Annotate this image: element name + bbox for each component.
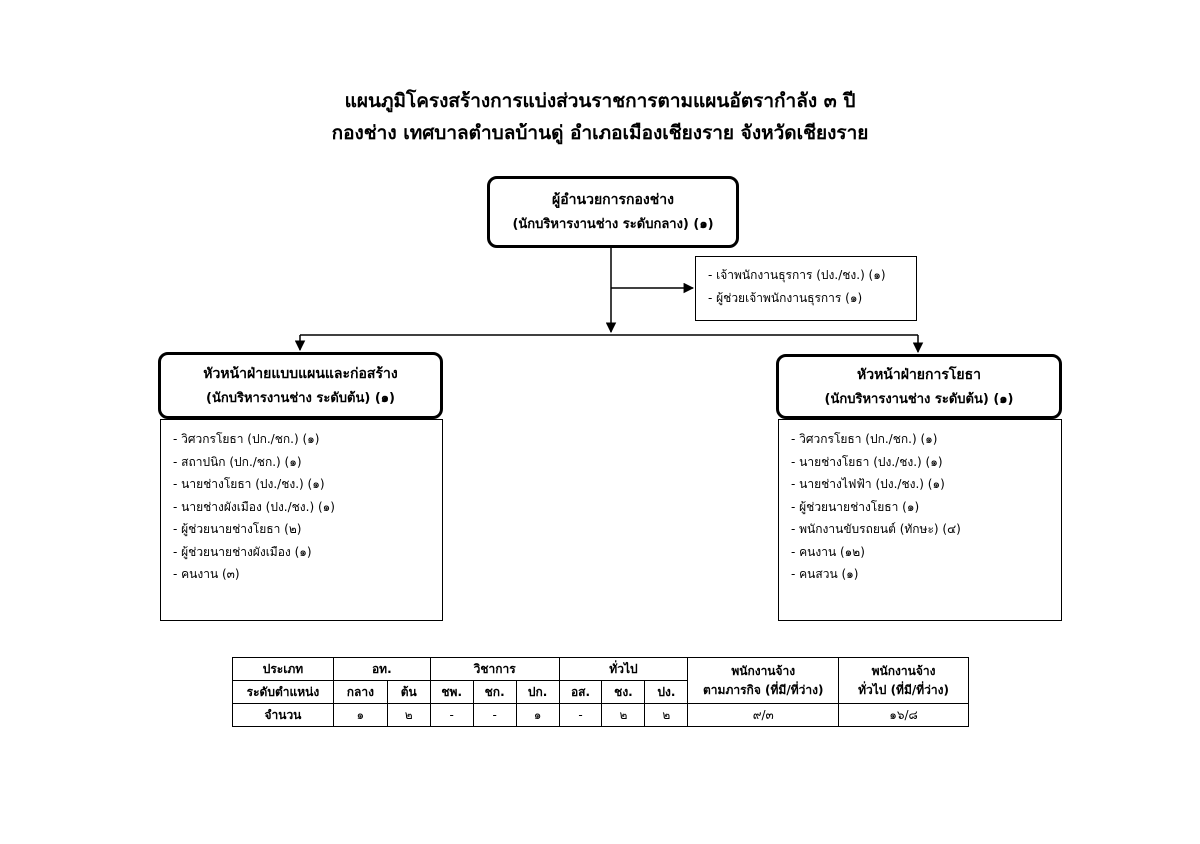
list-item: - นายช่างไฟฟ้า (ปง./ชง.) (๑) xyxy=(791,477,945,491)
count-cell: ๒ xyxy=(644,703,689,727)
list-item: - คนสวน (๑) xyxy=(791,567,859,581)
position-summary-table: ประเภท อท. วิชาการ ทั่วไป พนักงานจ้าง ตา… xyxy=(232,657,969,727)
list-item: - วิศวกรโยธา (ปก./ชก.) (๑) xyxy=(791,432,938,446)
director-position: (นักบริหารงานช่าง ระดับกลาง) (๑) xyxy=(512,217,714,232)
executive-group-header: อท. xyxy=(332,657,431,681)
count-cell: ๒ xyxy=(386,703,431,727)
director-title: ผู้อำนวยการกองช่าง xyxy=(552,192,674,208)
admin-staff-list: - เจ้าพนักงานธุรการ (ปง./ชง.) (๑) - ผู้ช… xyxy=(695,256,917,321)
type-header: ประเภท xyxy=(232,657,334,681)
list-item: - สถาปนิก (ปก./ชก.) (๑) xyxy=(173,454,302,469)
division-position: (นักบริหารงานช่าง ระดับต้น) (๑) xyxy=(206,390,395,406)
list-item: - นายช่างผังเมือง (ปง./ชง.) (๑) xyxy=(173,499,335,514)
list-item: - ผู้ช่วยเจ้าพนักงานธุรการ (๑) xyxy=(708,290,863,305)
division-position: (นักบริหารงานช่าง ระดับต้น) (๑) xyxy=(824,391,1014,407)
list-item: - วิศวกรโยธา (ปก./ชก.) (๑) xyxy=(173,432,320,446)
director-box: ผู้อำนวยการกองช่าง (นักบริหารงานช่าง ระด… xyxy=(487,176,739,248)
level-cell: ชง. xyxy=(601,680,646,704)
list-item: - ผู้ช่วยนายช่างโยธา (๒) xyxy=(173,522,302,536)
chart-title: แผนภูมิโครงสร้างการแบ่งส่วนราชการตามแผนอ… xyxy=(344,90,856,112)
general-employee-header-line2: ทั่วไป (ที่มี/ที่ว่าง) xyxy=(858,682,949,697)
level-cell: ปก. xyxy=(515,680,560,704)
count-cell: - xyxy=(558,703,603,727)
academic-group-header: วิชาการ xyxy=(429,657,560,681)
level-cell: ต้น xyxy=(386,680,431,704)
list-item: - นายช่างโยธา (ปง./ชง.) (๑) xyxy=(173,477,325,491)
count-cell: ๑ xyxy=(515,703,560,727)
public-works-head-box: หัวหน้าฝ่ายการโยธา (นักบริหารงานช่าง ระด… xyxy=(776,354,1062,419)
table-header-row: ประเภท อท. วิชาการ ทั่วไป พนักงานจ้าง ตา… xyxy=(232,657,969,704)
list-item: - เจ้าพนักงานธุรการ (ปง./ชง.) (๑) xyxy=(708,268,886,282)
list-item: - นายช่างโยธา (ปง./ชง.) (๑) xyxy=(791,454,943,469)
count-cell: ๒ xyxy=(601,703,646,727)
level-cell: กลาง xyxy=(332,680,388,704)
division-title: หัวหน้าฝ่ายแบบแผนและก่อสร้าง xyxy=(203,365,398,382)
list-item: - ผู้ช่วยนายช่างผังเมือง (๑) xyxy=(173,544,312,559)
list-item: - คนงาน (๓) xyxy=(173,567,240,581)
mission-employee-header: พนักงานจ้าง ตามภารกิจ (ที่มี/ที่ว่าง) xyxy=(687,657,840,704)
mission-employee-header-line2: ตามภารกิจ (ที่มี/ที่ว่าง) xyxy=(703,682,824,697)
mission-employee-header-line1: พนักงานจ้าง xyxy=(731,663,796,678)
level-header: ระดับตำแหน่ง xyxy=(232,680,334,704)
general-group-header: ทั่วไป xyxy=(558,657,689,681)
general-employee-header-line1: พนักงานจ้าง xyxy=(871,663,936,678)
list-item: - พนักงานขับรถยนต์ (ทักษะ) (๔) xyxy=(791,522,961,536)
level-cell: ชพ. xyxy=(429,680,474,704)
public-works-staff-list: - วิศวกรโยธา (ปก./ชก.) (๑) - นายช่างโยธา… xyxy=(778,419,1062,621)
chart-subtitle: กองช่าง เทศบาลตำบลบ้านดู่ อำเภอเมืองเชีย… xyxy=(331,122,869,144)
count-cell: ๑ xyxy=(332,703,388,727)
level-cell: อส. xyxy=(558,680,603,704)
level-cell: ปง. xyxy=(644,680,689,704)
table-row: จำนวน ๑ ๒ - - ๑ - ๒ ๒ ๙/๓ ๑๖/๘ xyxy=(232,703,969,727)
level-cell: ชก. xyxy=(472,680,517,704)
count-cell: ๑๖/๘ xyxy=(838,703,969,727)
division-title: หัวหน้าฝ่ายการโยธา xyxy=(856,366,981,383)
table-level-row: ระดับตำแหน่ง กลาง ต้น ชพ. ชก. ปก. อส. ชง… xyxy=(232,680,969,704)
count-cell: - xyxy=(429,703,474,727)
count-cell: ๙/๓ xyxy=(687,703,840,727)
count-header: จำนวน xyxy=(232,703,334,727)
list-item: - ผู้ช่วยนายช่างโยธา (๑) xyxy=(791,499,920,514)
general-employee-header: พนักงานจ้าง ทั่วไป (ที่มี/ที่ว่าง) xyxy=(838,657,969,704)
design-construction-staff-list: - วิศวกรโยธา (ปก./ชก.) (๑) - สถาปนิก (ปก… xyxy=(160,419,443,621)
list-item: - คนงาน (๑๒) xyxy=(791,544,865,559)
design-construction-head-box: หัวหน้าฝ่ายแบบแผนและก่อสร้าง (นักบริหารง… xyxy=(158,352,443,419)
count-cell: - xyxy=(472,703,517,727)
